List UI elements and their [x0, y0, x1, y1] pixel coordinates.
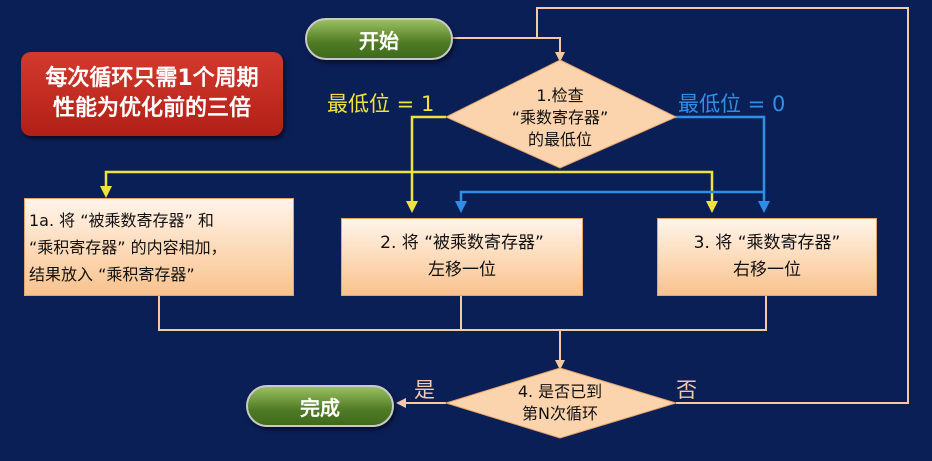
step-add-line-3: 结果放入 “乘积寄存器”	[29, 264, 195, 284]
connector-merge-right	[560, 295, 767, 331]
branch-one-label: 最低位 = 1	[327, 92, 435, 116]
done-label: 完成	[300, 395, 340, 420]
loop-check-line-2: 第N次循环	[522, 404, 598, 423]
step-shift-left-line-1: 2. 将 “被乘数寄存器”	[380, 233, 544, 253]
done-terminal: 完成	[246, 385, 394, 427]
step-add-line-2: “乘积寄存器” 的内容相加，	[29, 237, 227, 257]
branch-zero-label: 最低位 = 0	[678, 92, 786, 116]
step-shift-left-box: 2. 将 “被乘数寄存器” 左移一位	[341, 218, 583, 296]
start-terminal: 开始	[305, 18, 453, 60]
start-label: 开始	[359, 28, 399, 53]
connector-branch-one	[406, 115, 446, 213]
performance-note: 每次循环只需1个周期 性能为优化前的三倍	[21, 52, 283, 136]
connector-loop-back	[536, 7, 909, 404]
connector-start-to-check	[452, 37, 565, 62]
connector-branch-one-right	[412, 170, 718, 213]
yes-label: 是	[414, 378, 435, 402]
step-shift-right-line-2: 右移一位	[733, 260, 801, 280]
loop-check-line-1: 4. 是否已到	[517, 382, 603, 401]
connector-branch-one-add	[100, 170, 412, 198]
step-add-line-1: 1a. 将 “被乘数寄存器” 和	[29, 210, 214, 230]
connector-merge-add	[158, 295, 560, 331]
step-shift-right-line-1: 3. 将 “乘数寄存器”	[693, 233, 841, 253]
loop-check-text: 4. 是否已到 第N次循环	[490, 380, 630, 426]
step-shift-right-box: 3. 将 “乘数寄存器” 右移一位	[657, 218, 877, 296]
connector-branch-zero	[674, 115, 770, 213]
no-label: 否	[676, 378, 697, 402]
check-line-1: 1.检查	[536, 86, 584, 105]
note-line-1: 每次循环只需1个周期	[45, 66, 259, 91]
check-lsb-diamond	[444, 59, 678, 169]
check-lsb-text: 1.检查 “乘数寄存器” 的最低位	[466, 82, 654, 154]
step-shift-left-line-2: 左移一位	[428, 260, 496, 280]
check-line-3: 的最低位	[527, 130, 592, 149]
note-line-2: 性能为优化前的三倍	[52, 96, 251, 121]
loop-check-diamond	[444, 367, 678, 439]
step-add-box: 1a. 将 “被乘数寄存器” 和 “乘积寄存器” 的内容相加， 结果放入 “乘积…	[24, 198, 294, 296]
connector-branch-zero-left	[455, 190, 764, 213]
check-line-2: “乘数寄存器”	[511, 108, 609, 127]
